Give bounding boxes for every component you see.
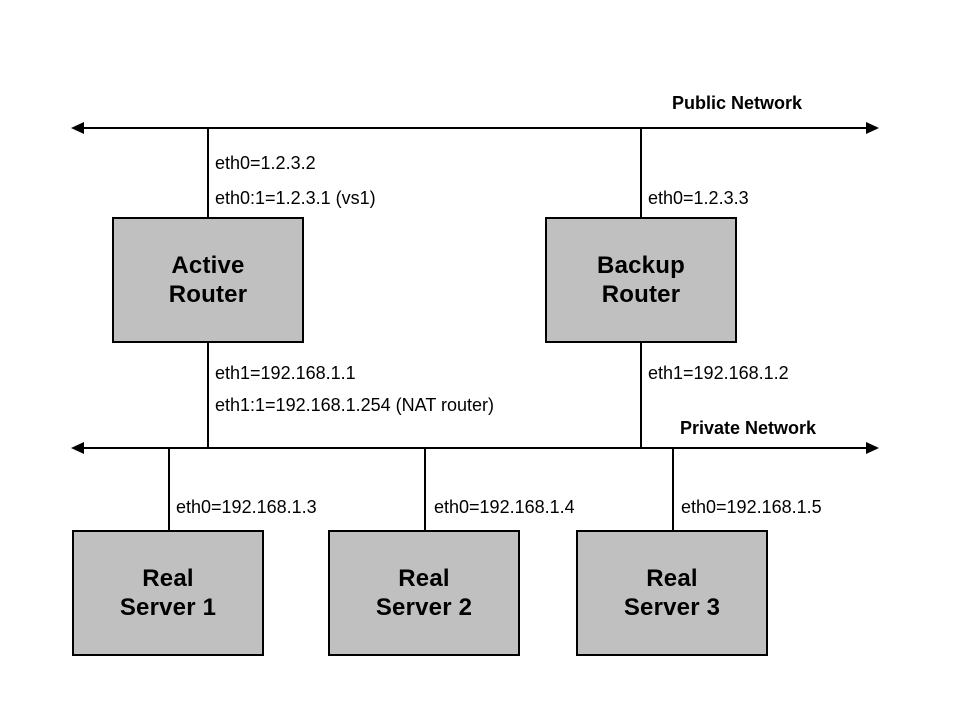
active-router-name-line2: Router xyxy=(168,281,248,308)
active-router-private-vip-label: eth1:1=192.168.1.254 (NAT router) xyxy=(215,395,495,415)
active-router-public-vip-label: eth0:1=1.2.3.1 (vs1) xyxy=(215,188,376,208)
active-router-box[interactable]: Active Router xyxy=(112,217,304,343)
active-router-private-iface-label: eth1=192.168.1.1 xyxy=(215,363,356,383)
real-server-1-iface-label: eth0=192.168.1.3 xyxy=(176,497,317,517)
active-router-public-iface-label: eth0=1.2.3.2 xyxy=(215,153,316,173)
public-network-label: Public Network xyxy=(672,93,803,113)
real-server-3-name-line2: Server 3 xyxy=(623,594,721,621)
real-server-2-iface-label: eth0=192.168.1.4 xyxy=(434,497,575,517)
backup-router-name-line1: Backup xyxy=(597,251,685,279)
backup-router-name-line2: Router xyxy=(601,281,681,308)
real-server-1-box[interactable]: Real Server 1 xyxy=(72,530,264,656)
active-router-name-line1: Active xyxy=(171,251,245,279)
backup-router-private-iface-label: eth1=192.168.1.2 xyxy=(648,363,789,383)
real-server-3-name-line1: Real xyxy=(646,564,698,592)
real-server-3-box[interactable]: Real Server 3 xyxy=(576,530,768,656)
backup-router-box[interactable]: Backup Router xyxy=(545,217,737,343)
real-server-3-iface-label: eth0=192.168.1.5 xyxy=(681,497,822,517)
real-server-2-box[interactable]: Real Server 2 xyxy=(328,530,520,656)
real-server-1-name-line1: Real xyxy=(142,564,194,592)
backup-router-public-iface-label: eth0=1.2.3.3 xyxy=(648,188,749,208)
private-network-label: Private Network xyxy=(680,418,817,438)
real-server-2-name-line1: Real xyxy=(398,564,450,592)
real-server-2-name-line2: Server 2 xyxy=(375,594,473,621)
real-server-1-name-line2: Server 1 xyxy=(119,594,217,621)
